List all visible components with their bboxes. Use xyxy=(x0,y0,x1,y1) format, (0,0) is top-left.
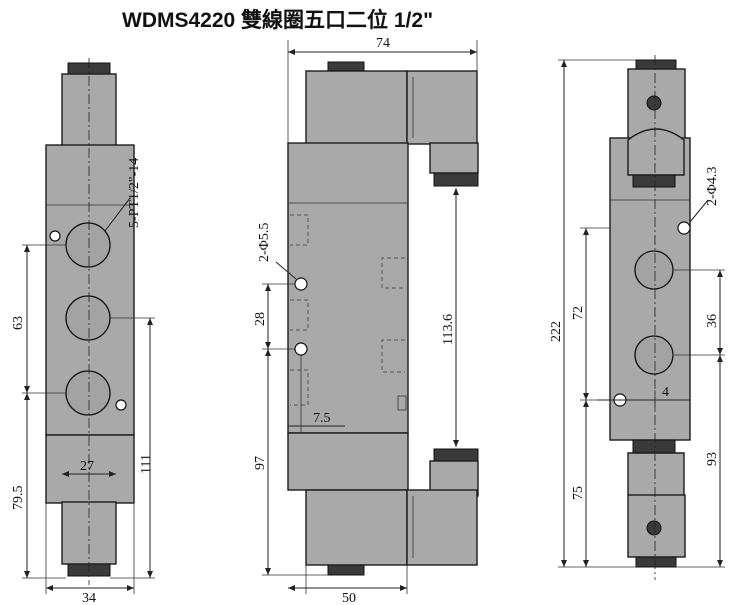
right-bottom-knob xyxy=(632,439,676,454)
right-top-connector xyxy=(627,128,685,176)
left-view: 5-PT1/2"-14 63 79.5 111 27 34 xyxy=(11,58,155,605)
mid-top-coil xyxy=(305,70,408,145)
right-top-knob xyxy=(632,174,676,188)
mid-dim-hole-pitch: 28 xyxy=(253,312,268,326)
mid-callout-leader xyxy=(275,261,297,280)
left-port-2 xyxy=(65,295,111,341)
mid-callout-hole: 2-Φ5.5 xyxy=(257,223,272,262)
left-dim-height-right: 111 xyxy=(139,454,154,474)
right-dim-total-height: 222 xyxy=(549,321,564,342)
mid-top-connector xyxy=(429,142,479,174)
left-callout-port: 5-PT1/2"-14 xyxy=(127,158,142,228)
mid-dim-total-width: 74 xyxy=(376,36,390,51)
left-dim-width-bottom: 34 xyxy=(82,591,96,605)
middle-view: 74 2-Φ5.5 28 97 7.5 113.6 50 xyxy=(253,36,479,605)
right-top-screw xyxy=(646,95,662,111)
right-dim-right-lower: 93 xyxy=(705,452,720,466)
right-bottom-screw xyxy=(646,520,662,536)
mid-bottom-cap xyxy=(327,564,365,576)
left-callout-leader xyxy=(104,197,131,232)
right-dim-upper: 72 xyxy=(571,306,586,320)
right-bottom-cap xyxy=(635,556,677,568)
mid-mount-hole-2 xyxy=(294,342,308,356)
mid-hidden-port-1 xyxy=(290,214,309,246)
mid-top-knob xyxy=(433,172,479,187)
mid-bottom-knob xyxy=(433,448,479,462)
mid-bottom-plug xyxy=(406,489,478,566)
right-port-1 xyxy=(634,250,674,290)
right-callout-leader xyxy=(689,199,709,223)
mid-mount-hole-1 xyxy=(294,277,308,291)
mid-bottom-coil xyxy=(305,489,408,566)
mid-hidden-port-3 xyxy=(290,369,309,406)
mid-side-slot xyxy=(397,395,407,411)
mid-hidden-port-4 xyxy=(381,257,405,289)
left-mount-hole-1 xyxy=(49,230,61,242)
mid-dim-coil-span: 113.6 xyxy=(441,314,456,345)
mid-hidden-port-5 xyxy=(381,339,405,373)
left-lower-block xyxy=(45,434,135,504)
right-dim-left-lower: 75 xyxy=(571,486,586,500)
mid-lower-block xyxy=(287,432,409,491)
right-dim-port-pitch: 36 xyxy=(705,314,720,328)
right-view: 2-Φ4.3 222 72 75 36 93 4 xyxy=(549,55,725,580)
mid-dim-height-lower: 97 xyxy=(253,456,268,470)
left-port-3 xyxy=(65,370,111,416)
right-port-2 xyxy=(634,335,674,375)
right-dim-offset: 4 xyxy=(662,385,669,400)
right-callout-hole: 2-Φ4.3 xyxy=(705,167,720,206)
left-port-1 xyxy=(65,222,111,268)
mid-dim-offset: 7.5 xyxy=(313,411,331,426)
mid-top-plug xyxy=(406,70,478,145)
left-dim-height-lower: 79.5 xyxy=(11,486,26,511)
left-dim-width-top: 27 xyxy=(80,459,94,474)
right-mount-hole-1 xyxy=(677,221,691,235)
mid-dim-base-width: 50 xyxy=(342,591,356,605)
left-dim-pitch: 63 xyxy=(11,316,26,330)
mid-hidden-port-2 xyxy=(290,299,309,331)
left-mount-hole-2 xyxy=(115,399,127,411)
drawing-title: WDMS4220 雙線圈五口二位 1/2" xyxy=(122,8,433,32)
title-text: WDMS4220 雙線圈五口二位 1/2" xyxy=(122,8,433,32)
